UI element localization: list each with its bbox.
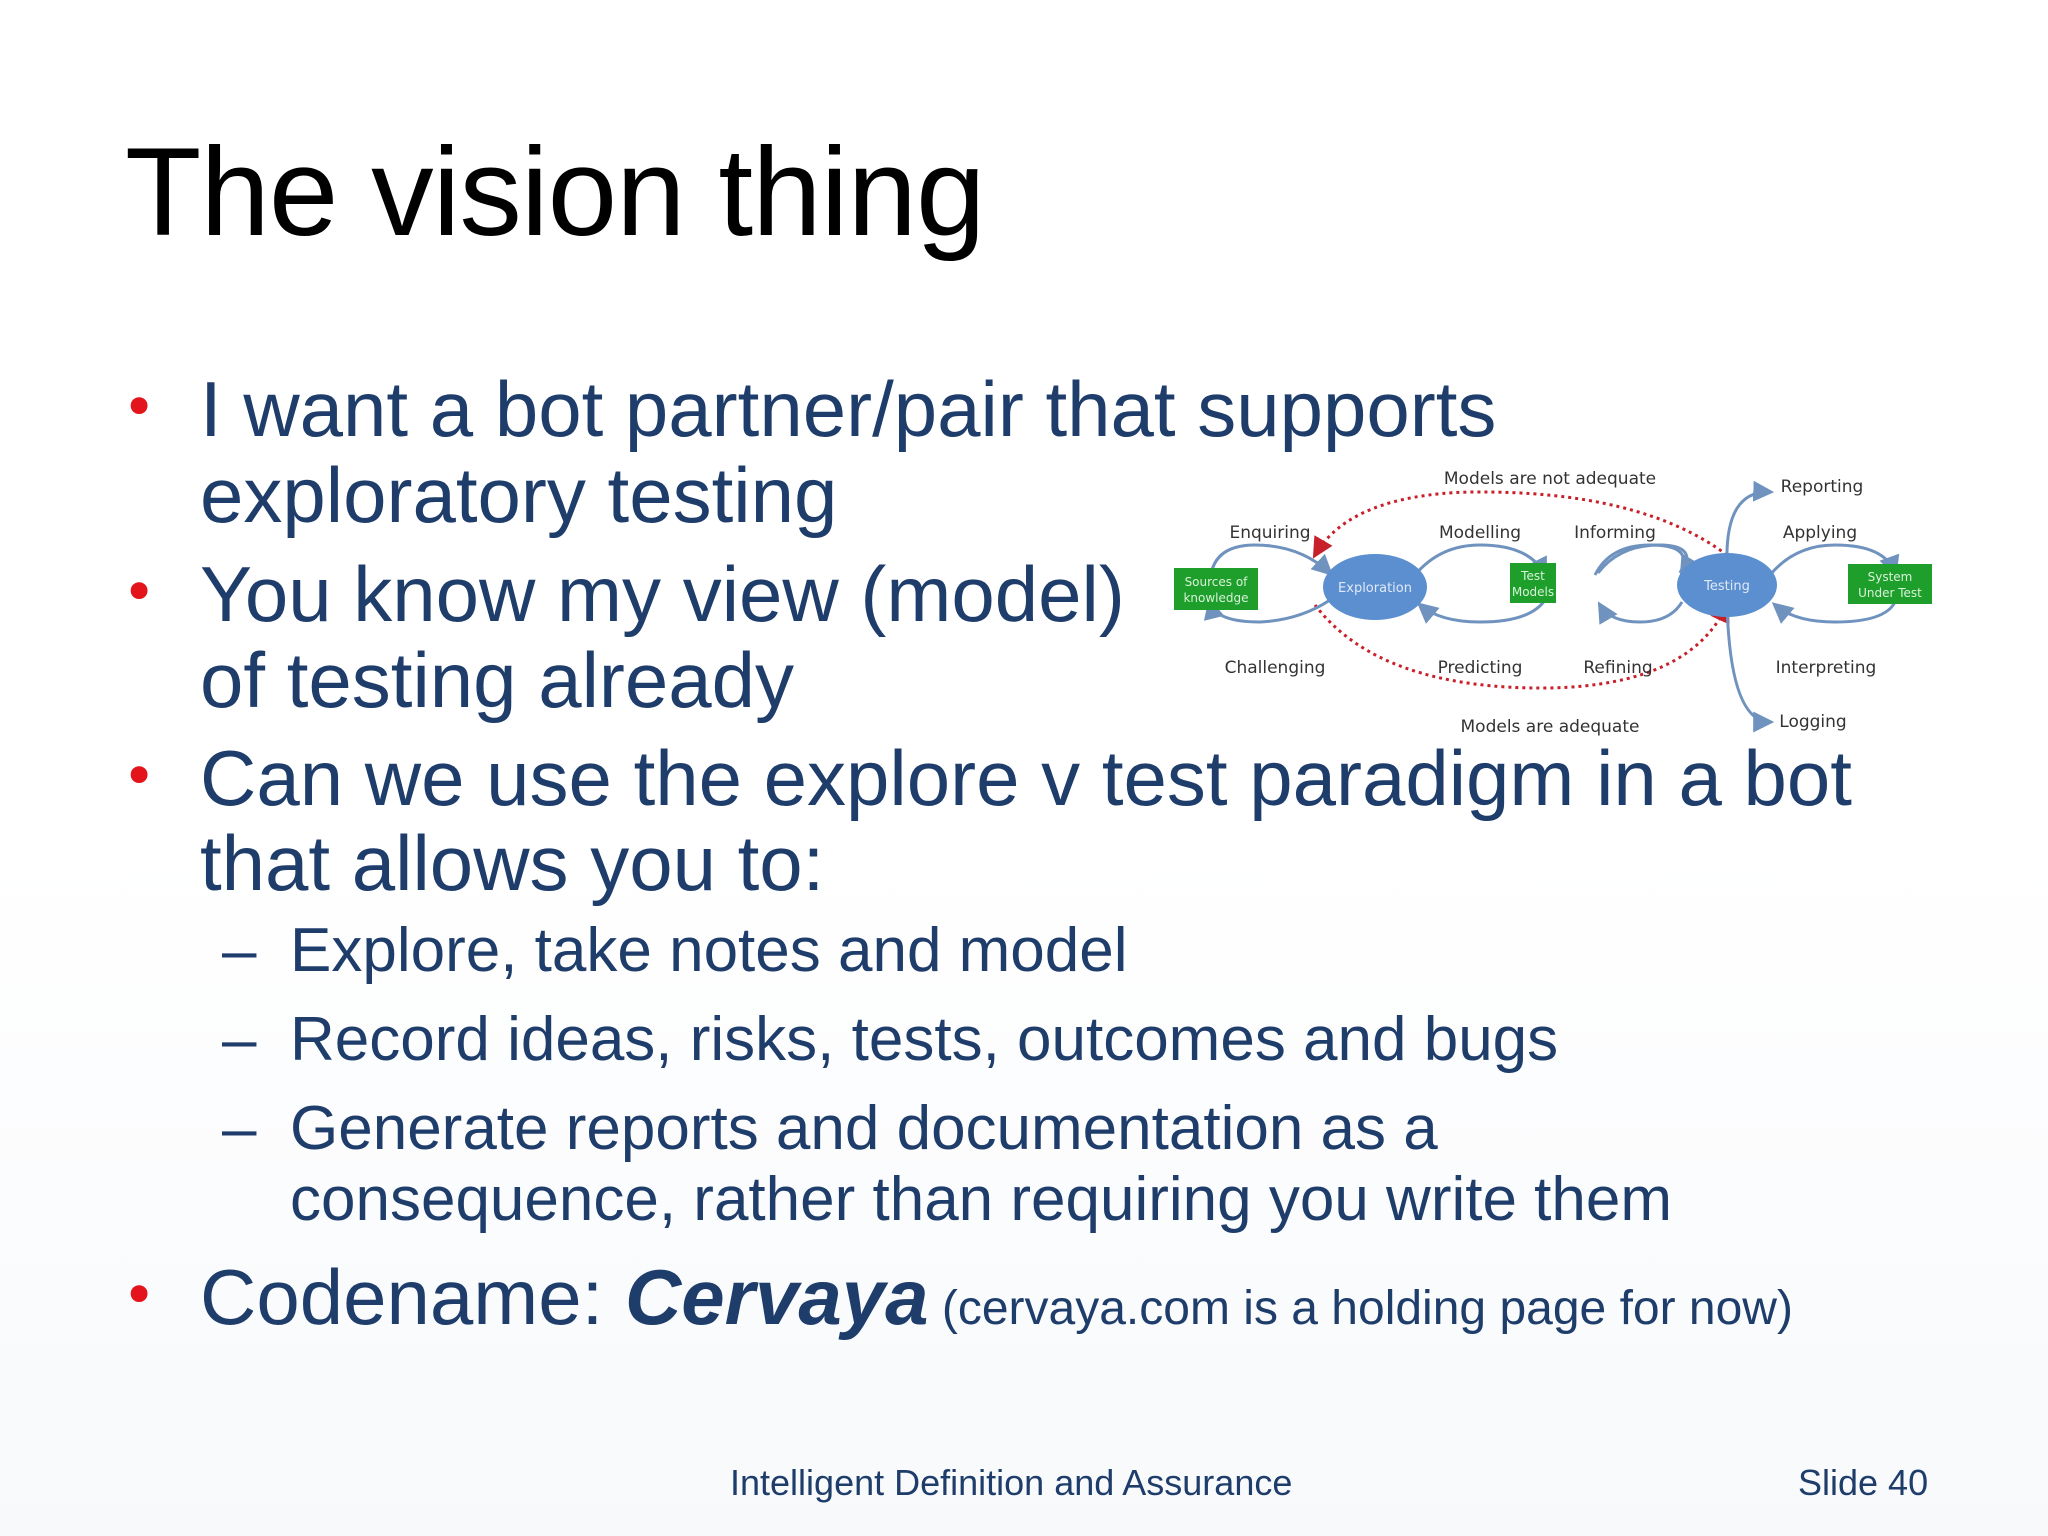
challenging-label: Challenging (1225, 658, 1326, 678)
system-box-line-1: System (1868, 570, 1913, 584)
codename-line: Codename: Cervaya (cervaya.com is a hold… (200, 1254, 1793, 1352)
applying-label: Applying (1783, 523, 1857, 543)
slide-number: Slide 40 (1798, 1462, 1929, 1503)
codename-label: Codename: (200, 1253, 625, 1341)
informing-label: Informing (1574, 523, 1656, 543)
challenging-arrow (1203, 597, 1331, 624)
enquiring-arrow (1208, 543, 1334, 586)
reporting-arrow (1725, 480, 1775, 564)
bullet-marker: • (122, 742, 157, 810)
models-not-adequate-label: Models are not adequate (1444, 469, 1656, 489)
reporting-label: Reporting (1781, 477, 1864, 497)
enquiring-label: Enquiring (1229, 523, 1310, 543)
sub-bullet-3-line-1: Generate reports and documentation as a (290, 1094, 1438, 1163)
sub-bullet-1: Explore, take notes and model (290, 916, 1128, 985)
exploration-testing-diagram: Sources of knowledge Test Models System … (1174, 469, 1932, 737)
logging-label: Logging (1779, 712, 1846, 732)
logging-arrow (1725, 602, 1775, 733)
modelling-label: Modelling (1439, 523, 1521, 543)
applying-arrow (1768, 543, 1900, 577)
sub-bullet-3-line-2: consequence, rather than requiring you w… (290, 1165, 1673, 1234)
bullet-1-line-2: exploratory testing (200, 451, 838, 539)
not-adequate-arc (1312, 490, 1728, 559)
sub-bullet-dash: – (222, 1094, 257, 1163)
codename-name: Cervaya (624, 1253, 929, 1341)
predicting-arrow (1416, 599, 1547, 624)
sub-bullet-dash: – (222, 1005, 257, 1074)
bullet-marker: • (122, 558, 157, 626)
sub-bullet-dash: – (222, 916, 257, 985)
bullet-3-line-1: Can we use the explore v test paradigm i… (200, 734, 1852, 822)
testing-node (1677, 553, 1777, 617)
testing-label: Testing (1703, 579, 1750, 594)
bullet-2-line-2: of testing already (200, 636, 795, 724)
bullet-3-line-2: that allows you to: (200, 819, 825, 907)
bullet-marker: • (122, 1261, 157, 1329)
interpreting-arrow (1771, 601, 1897, 624)
sources-box-line-2: knowledge (1183, 591, 1248, 605)
system-box-line-2: Under Test (1858, 586, 1922, 600)
exploration-label: Exploration (1338, 581, 1412, 596)
system-under-test-box (1848, 564, 1932, 604)
refining-arrow (1597, 601, 1684, 625)
predicting-label: Predicting (1438, 658, 1523, 678)
models-adequate-label: Models are adequate (1461, 717, 1640, 737)
exploration-node (1323, 554, 1427, 620)
test-models-box-line-1: Test (1520, 569, 1545, 583)
sources-of-knowledge-box (1174, 568, 1258, 610)
informing-arrow (1596, 543, 1700, 577)
refining-label: Refining (1583, 658, 1652, 678)
interpreting-label: Interpreting (1776, 658, 1877, 678)
codename-note: (cervaya.com is a holding page for now) (928, 1282, 1793, 1335)
modelling-arrow (1413, 543, 1547, 579)
bullet-marker: • (122, 373, 157, 441)
sources-box-line-1: Sources of (1185, 575, 1249, 589)
sub-bullet-2: Record ideas, risks, tests, outcomes and… (290, 1005, 1559, 1074)
adequate-arc (1313, 601, 1730, 690)
slide-title: The vision thing (125, 123, 985, 262)
test-models-box-line-2: Models (1512, 585, 1554, 599)
footer-title: Intelligent Definition and Assurance (730, 1462, 1293, 1503)
informing-arc (1593, 543, 1686, 576)
bullet-1-line-1: I want a bot partner/pair that supports (200, 365, 1497, 453)
test-models-box (1510, 563, 1556, 603)
bullet-2-line-1: You know my view (model) (200, 550, 1125, 638)
